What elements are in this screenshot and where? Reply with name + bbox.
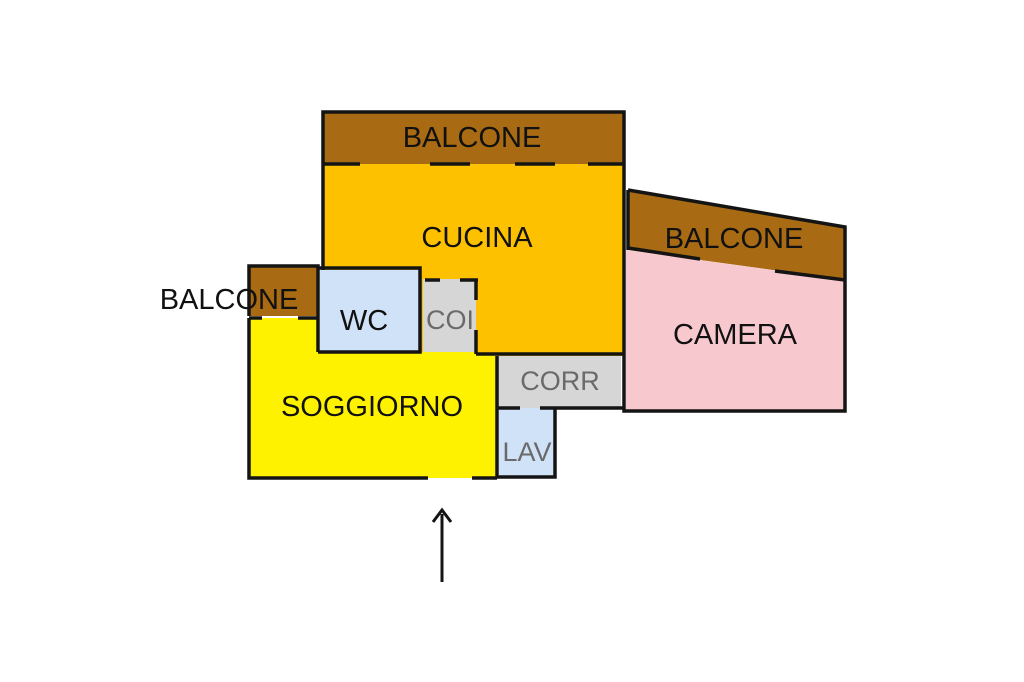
soggiorno-area: [249, 318, 497, 478]
camera-area: [626, 250, 845, 410]
up-arrow-icon: [431, 507, 453, 582]
corr-area: [497, 356, 621, 408]
lav-area: [499, 408, 555, 476]
cor-small-label: COI: [426, 305, 474, 335]
lav-label: LAV: [502, 437, 551, 467]
wc-area: [320, 270, 420, 352]
balcone-left-label: BALCONE: [160, 284, 299, 316]
cor-small-area: [423, 279, 476, 352]
walls: [247, 110, 847, 480]
corr-label: CORR: [520, 366, 600, 396]
soggiorno-label: SOGGIORNO: [281, 391, 463, 423]
wc-label: WC: [340, 305, 388, 337]
cucina-label: CUCINA: [421, 222, 533, 254]
balcone-top-area: [323, 112, 624, 164]
camera-label: CAMERA: [673, 319, 798, 351]
balcone-top-label: BALCONE: [403, 122, 542, 154]
balcone-right-label: BALCONE: [665, 223, 804, 255]
balcone-left-area: [249, 266, 318, 316]
